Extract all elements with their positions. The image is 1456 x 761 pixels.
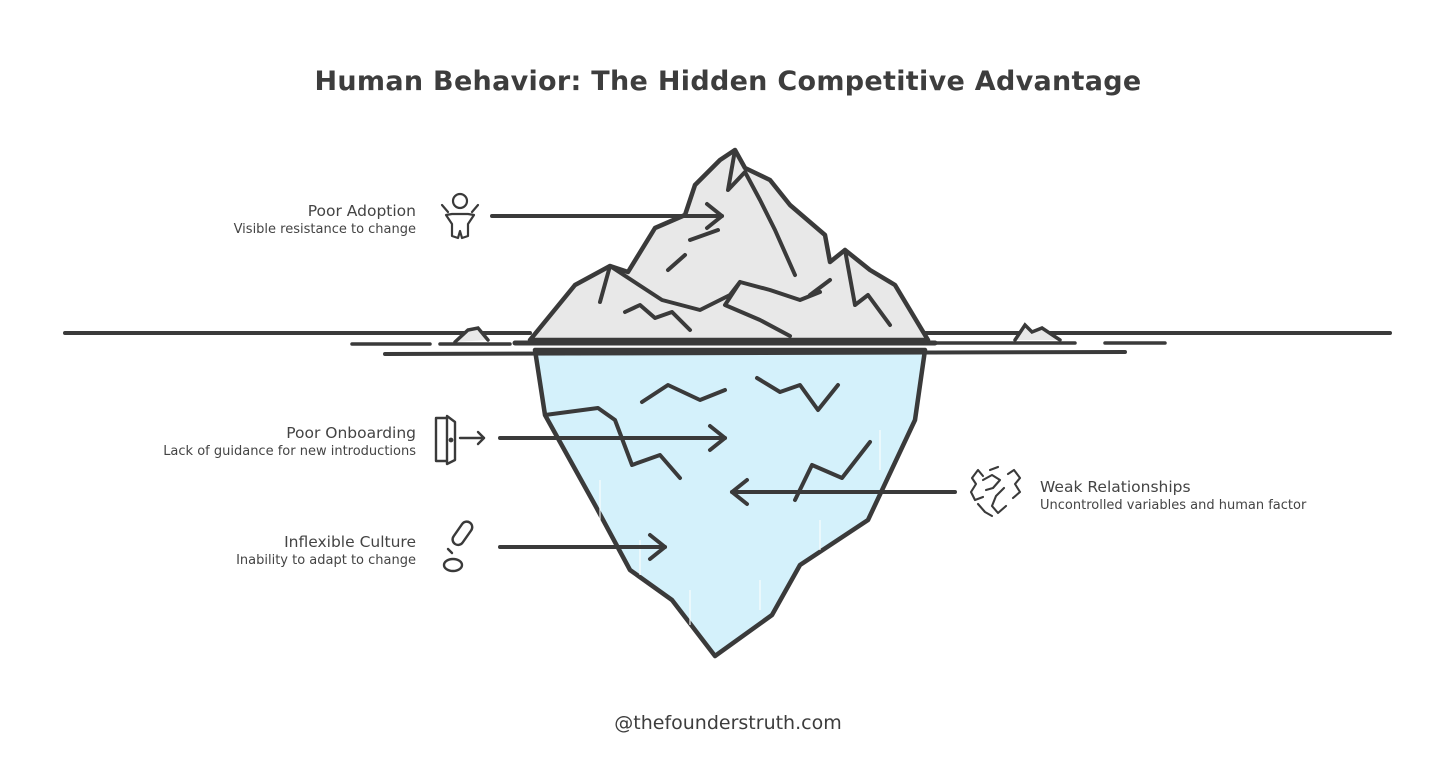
label-inflexible-culture: Inflexible Culture Inability to adapt to… — [56, 533, 416, 569]
iceberg-underwater — [532, 347, 928, 659]
arrow-inflexible-culture — [498, 533, 667, 561]
diagram-title: Human Behavior: The Hidden Competitive A… — [314, 66, 1142, 97]
poor-onboarding-description: Lack of guidance for new introductions — [163, 444, 416, 459]
inflexible-culture-heading: Inflexible Culture — [284, 533, 416, 551]
door-exit-icon — [434, 414, 486, 466]
poor-adoption-heading: Poor Adoption — [307, 202, 416, 220]
person-waving-icon — [440, 192, 480, 240]
label-weak-relationships: Weak Relationships Uncontrolled variable… — [1040, 478, 1420, 514]
arrow-weak-relationships — [730, 478, 957, 506]
weak-relationships-description: Uncontrolled variables and human factor — [1040, 498, 1307, 513]
arrow-poor-onboarding — [498, 424, 727, 452]
footer-handle: @thefounderstruth.com — [614, 712, 842, 734]
label-poor-adoption: Poor Adoption Visible resistance to chan… — [56, 202, 416, 238]
arrow-poor-adoption — [490, 202, 724, 230]
iceberg-tip — [527, 147, 931, 343]
weak-relationships-heading: Weak Relationships — [1040, 478, 1191, 496]
broken-link-icon — [442, 520, 474, 573]
poor-adoption-description: Visible resistance to change — [233, 222, 416, 237]
poor-onboarding-heading: Poor Onboarding — [286, 424, 416, 442]
inflexible-culture-description: Inability to adapt to change — [236, 553, 416, 568]
handshake-icon — [969, 465, 1022, 518]
label-poor-onboarding: Poor Onboarding Lack of guidance for new… — [56, 424, 416, 460]
